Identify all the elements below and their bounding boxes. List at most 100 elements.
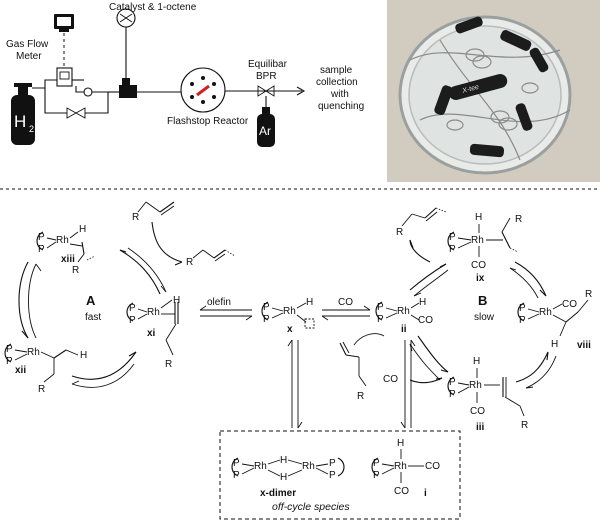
svg-text:Rh: Rh (302, 461, 315, 472)
svg-text:H: H (80, 350, 87, 361)
cycle-b-arrows (353, 239, 557, 389)
svg-text:P: P (263, 314, 270, 325)
off-cycle-label: off-cycle species (272, 501, 350, 513)
cycle-a-subtitle: fast (85, 312, 101, 323)
svg-text:Rh: Rh (394, 461, 407, 472)
h2-label: H (14, 112, 26, 131)
svg-text:R: R (585, 289, 592, 300)
svg-text:CO: CO (394, 486, 409, 497)
svg-text:Rh: Rh (471, 235, 484, 246)
svg-text:CO: CO (418, 315, 433, 326)
photo-brand-text: X-tee (461, 84, 480, 95)
svg-text:CO: CO (562, 299, 577, 310)
svg-text:P: P (129, 303, 136, 314)
species-i: P P Rh H CO CO i (371, 438, 440, 499)
svg-text:P: P (449, 377, 456, 388)
svg-text:R: R (186, 257, 193, 268)
svg-text:CO: CO (471, 260, 486, 271)
svg-text:P: P (129, 315, 136, 326)
check-valve-icon (83, 87, 93, 97)
label-iii: iii (476, 422, 485, 433)
back-pressure-regulator-icon (257, 85, 275, 107)
svg-text:Rh: Rh (147, 307, 160, 318)
cycle-b-subtitle: slow (474, 312, 495, 323)
svg-text:P: P (519, 315, 526, 326)
vertical-equilibrium-ii (400, 339, 416, 429)
svg-text:R: R (396, 227, 403, 238)
svg-text:P: P (519, 303, 526, 314)
cycle-b-label: B (478, 293, 487, 308)
svg-text:H: H (397, 438, 404, 449)
off-cycle-box (219, 430, 461, 520)
cycle-a-arrows (18, 221, 183, 388)
svg-text:Rh: Rh (469, 380, 482, 391)
ar-cylinder-icon: Ar (257, 107, 275, 147)
label-i: i (424, 488, 427, 499)
gas-flow-label-2: Meter (16, 51, 42, 62)
svg-text:Rh: Rh (283, 306, 296, 317)
olefin-arrow-label: olefin (207, 297, 231, 308)
svg-text:P: P (377, 302, 384, 313)
gas-flow-label-1: Gas Flow (6, 39, 49, 50)
svg-text:P: P (373, 470, 380, 481)
svg-text:R: R (72, 265, 79, 276)
co-arrow-label-top: CO (338, 297, 353, 308)
label-viii: viii (577, 340, 591, 351)
flow-setup-schematic: Catalyst & 1-octene Gas Flow Meter H 2 (6, 2, 364, 147)
svg-text:P: P (329, 470, 336, 481)
svg-text:Rh: Rh (27, 347, 40, 358)
gas-line (32, 79, 57, 89)
svg-text:R: R (165, 359, 172, 370)
svg-text:H: H (419, 297, 426, 308)
label-xi: xi (147, 328, 156, 339)
svg-text:P: P (38, 244, 45, 255)
label-ii: ii (401, 324, 407, 335)
bpr-label-2: BPR (256, 71, 277, 82)
svg-text:P: P (263, 302, 270, 313)
svg-text:R: R (38, 384, 45, 395)
species-iii: P P Rh H CO R iii (447, 356, 528, 433)
svg-text:P: P (373, 458, 380, 469)
label-xiii: xiii (61, 254, 75, 265)
svg-text:CO: CO (470, 406, 485, 417)
svg-text:H: H (173, 295, 180, 306)
mass-flow-controller-icon (56, 67, 73, 87)
svg-text:H: H (475, 212, 482, 223)
svg-text:P: P (233, 458, 240, 469)
svg-text:R: R (357, 391, 364, 402)
equilibrium-arrow-co (321, 305, 371, 321)
svg-text:P: P (449, 244, 456, 255)
species-xi: P P Rh H R xi (126, 295, 180, 370)
co-arrow-label-mid: CO (383, 374, 398, 385)
species-ii: P P Rh H CO ii (375, 297, 433, 335)
mechanism-scheme: A fast B slow P P Rh H R xiii P P Rh (4, 201, 592, 520)
bypass-valve-icon (66, 107, 86, 119)
svg-text:P: P (6, 344, 13, 355)
svg-text:H: H (306, 297, 313, 308)
svg-text:P: P (329, 458, 336, 469)
svg-text:H: H (551, 339, 558, 350)
svg-text:Rh: Rh (254, 461, 267, 472)
sample-label-3: with (330, 89, 349, 100)
flashstop-reactor-icon (180, 67, 226, 113)
svg-text:H: H (473, 356, 480, 367)
reactor-photo: X-tee (387, 0, 600, 182)
cycle-a-label: A (86, 293, 96, 308)
label-x-dimer: x-dimer (260, 488, 296, 499)
species-viii: P P Rh CO R H viii (517, 289, 592, 351)
olefin-substrate-a: R (132, 201, 175, 223)
equilibrium-arrow-olefin (199, 305, 253, 321)
sample-label-2: collection (316, 77, 358, 88)
h2-subscript: 2 (29, 124, 34, 134)
species-ix: P P Rh H CO R ix (447, 212, 522, 284)
svg-text:P: P (38, 232, 45, 243)
label-ix: ix (476, 273, 485, 284)
isomerized-olefin-b: R (396, 207, 447, 238)
label-x: x (287, 324, 293, 335)
isomerized-olefin-a: R (186, 249, 236, 268)
species-x: P P Rh H x (261, 297, 315, 335)
svg-text:P: P (377, 314, 384, 325)
svg-text:Rh: Rh (539, 307, 552, 318)
olefin-substrate-b: R (339, 341, 367, 402)
